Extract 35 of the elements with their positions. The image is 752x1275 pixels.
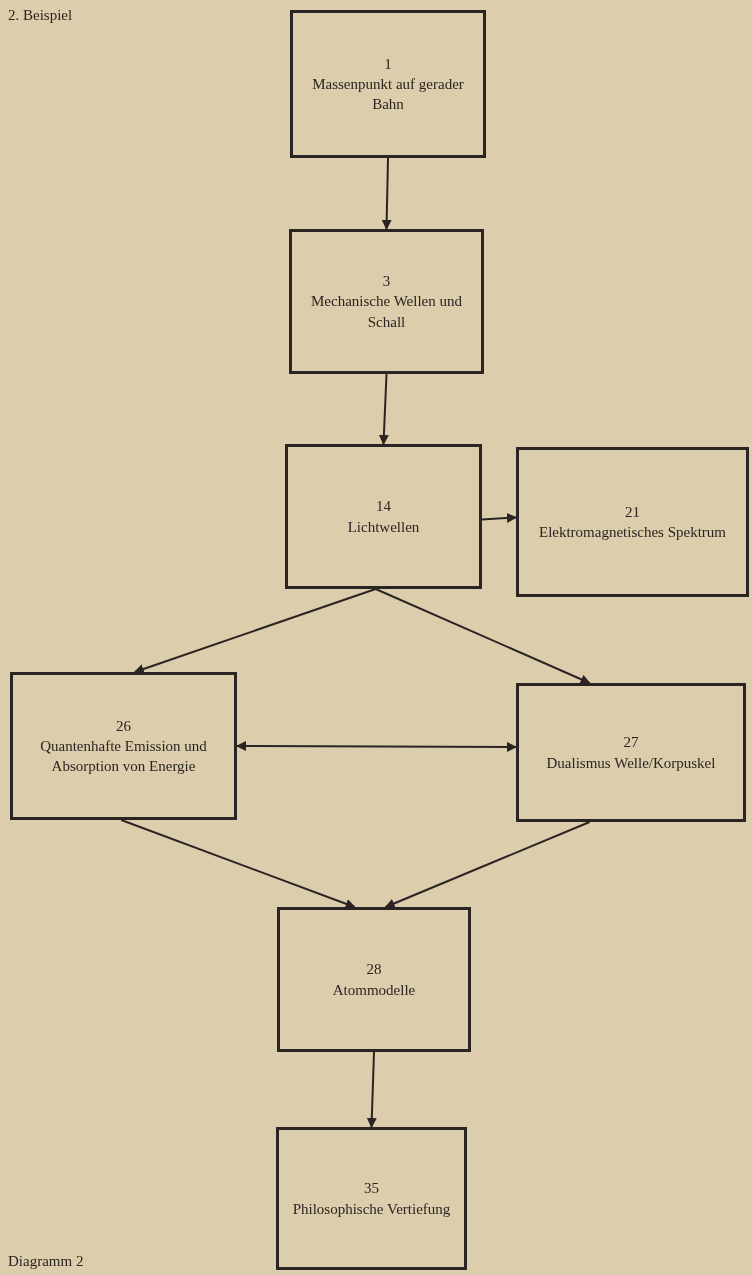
arrow (374, 588, 591, 684)
topic-box (290, 10, 486, 158)
topic-title: Elektromagnetisches Spektrum (538, 523, 726, 542)
arrow (366, 1051, 377, 1128)
topic-title: Massenpunkt auf gerader Bahn (311, 74, 465, 115)
arrow (481, 513, 517, 523)
topic-title: Philosophische Vertiefung (292, 1199, 451, 1219)
topic-number: 21 (625, 502, 640, 522)
topic-number: 35 (364, 1179, 379, 1199)
topic-number: 14 (376, 497, 391, 517)
topic-box (289, 229, 484, 374)
topic-box (516, 683, 746, 822)
topic-number: 1 (384, 54, 392, 74)
topic-box (10, 672, 237, 820)
arrow (236, 741, 517, 752)
topic-number: 26 (116, 716, 131, 736)
arrow (384, 821, 591, 909)
diagram-title: 2. Beispiel (8, 6, 73, 25)
arrow (381, 157, 392, 230)
arrow (378, 373, 389, 445)
topic-title: Dualismus Welle/Korpuskel (546, 753, 716, 773)
topic-title: Atommodelle (332, 980, 416, 1000)
topic-title: Mechanische Wellen und Schall (310, 292, 463, 332)
topic-box (277, 907, 471, 1052)
topic-number: 3 (382, 272, 391, 292)
topic-number: 28 (366, 960, 382, 980)
topic-title: Quantenhafte Emission und Absorption von Energie (39, 736, 208, 777)
topic-box (285, 444, 482, 589)
topic-title: Lichtwellen (347, 517, 420, 537)
arrow (120, 819, 356, 909)
diagram-caption: Diagramm 2 (8, 1252, 84, 1271)
topic-box (516, 447, 749, 597)
topic-number: 27 (623, 733, 639, 753)
arrow (133, 588, 377, 674)
topic-box (276, 1127, 467, 1270)
